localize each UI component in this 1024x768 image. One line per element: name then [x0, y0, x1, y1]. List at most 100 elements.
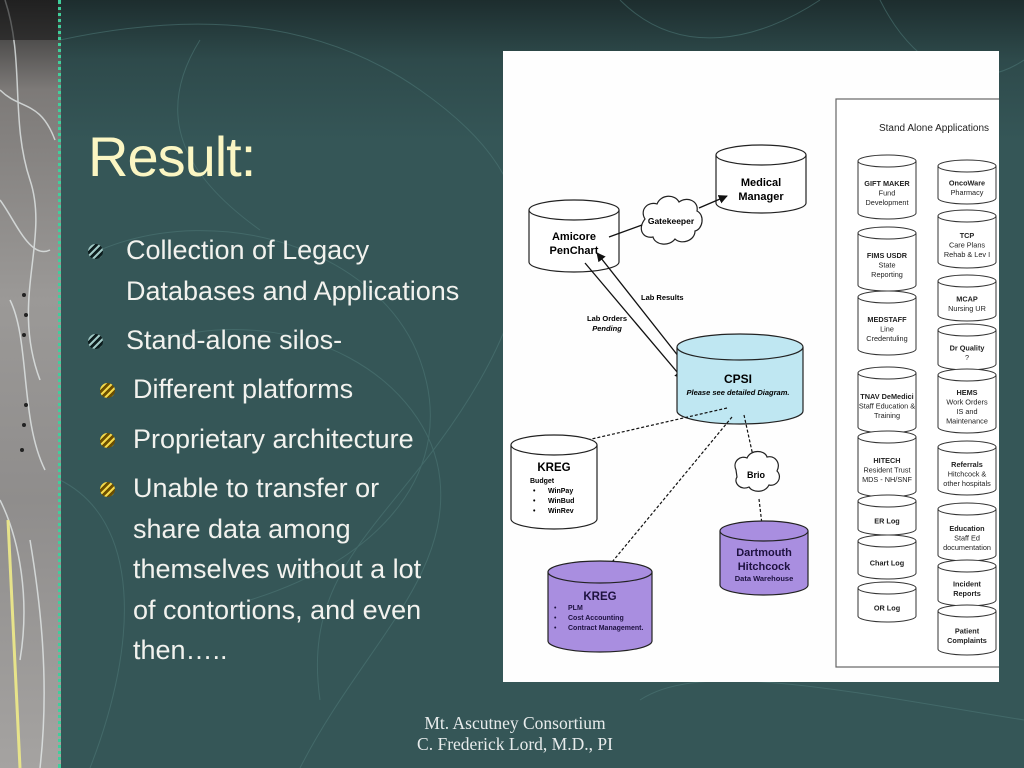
app-label: Patient: [955, 627, 980, 636]
bullet-text: then…..: [133, 635, 228, 665]
node-label: CPSI: [724, 372, 752, 386]
app-label: Reports: [953, 589, 981, 598]
bullet-list: Collection of Legacy Databases and Appli…: [88, 230, 488, 680]
gatekeeper-cloud: Gatekeeper: [640, 195, 703, 245]
kreg-plm-database: KREG • PLM • Cost Accounting • Contract …: [547, 560, 653, 653]
app-label: Education: [949, 524, 984, 533]
app-database-right: Dr Quality?: [937, 323, 997, 371]
bullet-text: share data among: [133, 513, 351, 544]
slide-title: Result:: [88, 125, 256, 188]
stand-alone-panel: Stand Alone Applications GIFT MAKERFundD…: [835, 98, 999, 668]
bullet-text: themselves without a lot: [133, 554, 422, 584]
app-label: Dr Quality: [950, 344, 986, 353]
edge-cpsi-brio: [743, 414, 754, 457]
edge-lab-orders: [584, 262, 684, 380]
app-label: HITECH: [873, 456, 900, 465]
cpsi-database: CPSI Please see detailed Diagram.: [676, 333, 804, 425]
app-label: FIMS USDR: [867, 251, 908, 260]
bullet-text: Different platforms: [133, 374, 354, 404]
app-label: Development: [866, 198, 909, 207]
app-label: HEMS: [956, 388, 977, 397]
app-label: MEDSTAFF: [867, 315, 907, 324]
bullet-dot: •: [533, 498, 536, 505]
edge-label: Lab Results: [641, 293, 684, 302]
node-label: Amicore: [552, 231, 596, 243]
node-label: Dartmouth: [736, 547, 792, 559]
app-database-left: OR Log: [857, 581, 917, 623]
bullet-icon: [88, 244, 103, 259]
app-label: TNAV DeMedici: [860, 392, 913, 401]
node-label: Medical: [741, 177, 781, 189]
decorative-map-strip: [0, 0, 61, 768]
app-label: Staff Education &: [859, 401, 915, 410]
app-label: Incident: [953, 580, 982, 589]
edge-gatekeeper-medical-manager: [698, 195, 728, 209]
app-label: IS and: [956, 407, 977, 416]
edge-lab-results: [596, 252, 691, 372]
edge-label: Pending: [592, 324, 622, 333]
app-label: Rehab & Lev I: [944, 250, 990, 259]
kreg-budget-database: KREG Budget • WinPay • WinBud • WinRev: [510, 434, 598, 530]
app-label: MCAP: [956, 295, 978, 304]
panel-title: Stand Alone Applications: [879, 123, 989, 134]
edge-label: Lab Orders: [587, 314, 627, 323]
bullet-text: Unable to transfer or: [133, 473, 380, 503]
node-label: Please see detailed Diagram.: [687, 388, 790, 397]
node-label: Data Warehouse: [735, 574, 794, 583]
app-label: other hospitals: [943, 479, 991, 488]
app-label: OncoWare: [949, 179, 985, 188]
app-label: Resident Trust: [863, 465, 910, 474]
node-label: PenChart: [550, 245, 599, 257]
sub-bullet-item: Proprietary architecture: [50, 419, 488, 460]
bullet-text: of contortions, and even: [133, 594, 422, 625]
app-label: Chart Log: [870, 558, 904, 567]
node-label: Gatekeeper: [648, 216, 695, 226]
app-label: documentation: [943, 543, 991, 552]
bullet-text: Collection of Legacy: [126, 235, 370, 265]
node-label: Hitchcock: [738, 561, 791, 573]
app-label: Nursing UR: [948, 304, 986, 313]
app-label: Complaints: [947, 636, 987, 645]
bullet-text: Stand-alone silos-: [126, 325, 343, 355]
app-label: ?: [965, 353, 969, 362]
bullet-icon: [88, 334, 103, 349]
bullet-text: Proprietary architecture: [133, 423, 414, 454]
bullet-dot: •: [533, 508, 536, 515]
node-item: WinRev: [548, 508, 574, 515]
edge-cpsi-kreg-plm: [602, 416, 733, 574]
app-label: Maintenance: [946, 417, 988, 426]
node-label: KREG: [583, 591, 616, 603]
app-label: Fund: [879, 188, 896, 197]
app-label: Line: [880, 324, 894, 333]
edge-amicore-gatekeeper: [608, 224, 643, 238]
app-label: ER Log: [874, 516, 900, 525]
sub-bullet-icon: [100, 432, 115, 448]
amicore-database: Amicore PenChart: [528, 199, 620, 273]
footer-organization: Mt. Ascutney Consortium: [424, 713, 606, 733]
node-item: PLM: [568, 605, 583, 612]
app-label: GIFT MAKER: [864, 179, 910, 188]
node-label: Brio: [747, 470, 766, 480]
slide-footer: Mt. Ascutney Consortium C. Frederick Lor…: [380, 713, 650, 755]
app-database-left: ER Log: [857, 494, 917, 536]
footer-author: C. Frederick Lord, M.D., PI: [417, 734, 613, 754]
app-database-left: Chart Log: [857, 534, 917, 580]
app-label: Care Plans: [949, 240, 985, 249]
bullet-dot: •: [554, 605, 557, 612]
edge-brio-dartmouth: [757, 498, 767, 534]
dartmouth-hitchcock-database: Dartmouth Hitchcock Data Warehouse: [719, 520, 809, 596]
sub-bullet-item: Unable to transfer or share data among t…: [50, 468, 488, 671]
app-label: Credentuling: [866, 334, 907, 343]
brio-cloud: Brio: [734, 450, 781, 492]
sub-bullet-icon: [100, 482, 115, 497]
